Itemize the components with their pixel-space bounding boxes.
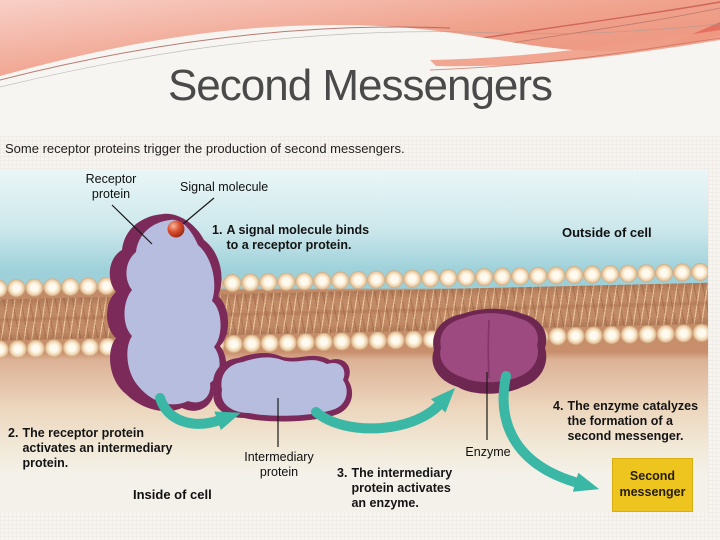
step-3-number: 3. [337, 466, 348, 480]
inside-of-cell-label: Inside of cell [133, 487, 212, 502]
signal-transduction-diagram: Receptor protein Signal molecule Outside… [0, 170, 708, 513]
intermediary-protein-label: Intermediary protein [244, 450, 314, 479]
step-1-number: 1. [212, 223, 223, 237]
enzyme-label: Enzyme [465, 445, 511, 459]
second-messenger-box: Second messenger [612, 458, 693, 512]
receptor-protein-label: Receptor protein [85, 172, 137, 201]
intro-text: Some receptor proteins trigger the produ… [5, 141, 405, 156]
slide-title: Second Messengers [167, 61, 553, 110]
outside-of-cell-label: Outside of cell [562, 225, 652, 240]
step-4-text: 4. The enzyme catalyzes the formation of… [553, 399, 699, 443]
step-1-text: 1. A signal molecule binds to a receptor… [212, 223, 370, 252]
signal-leader-line [182, 197, 215, 225]
step-4-number: 4. [553, 399, 564, 413]
step-3-text: 3. The intermediary protein activates an… [337, 466, 453, 510]
step-2-number: 2. [8, 426, 19, 440]
second-messenger-box-label: Second messenger [619, 469, 686, 499]
intermediary-protein-shape [213, 352, 353, 422]
cell-membrane [0, 262, 708, 361]
step2-curved-arrow-icon [155, 393, 241, 431]
step3-curved-arrow-icon [311, 387, 456, 434]
receptor-leader-line [111, 204, 153, 245]
signal-molecule-label: Signal molecule [180, 180, 269, 194]
signal-molecule-ball [167, 220, 185, 238]
header-swoosh-art [0, 0, 720, 136]
step-2-text: 2. The receptor protein activates an int… [8, 426, 173, 470]
